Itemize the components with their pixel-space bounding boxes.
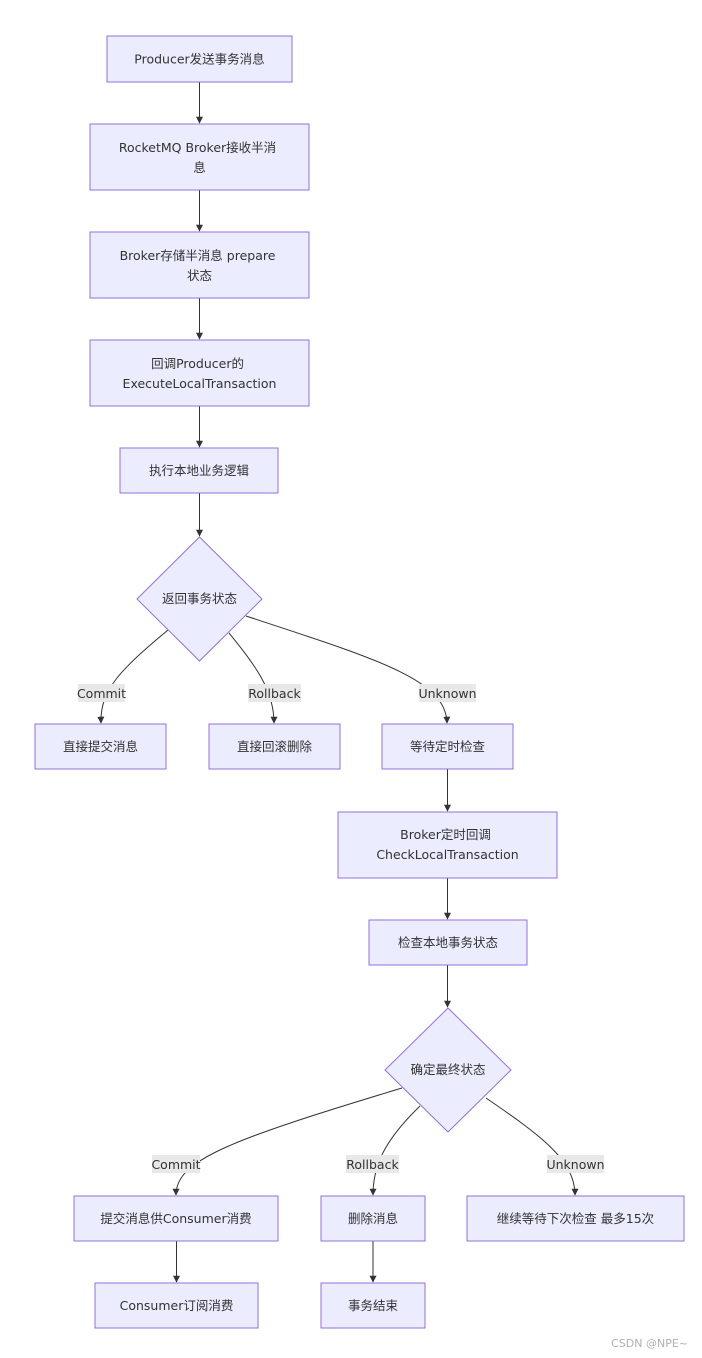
svg-text:执行本地业务逻辑: 执行本地业务逻辑 [149, 463, 249, 478]
node-label-line: Producer发送事务消息 [134, 52, 264, 67]
edge-label-rollback-2: Rollback [346, 1157, 399, 1172]
edge-d1-n7 [228, 632, 278, 724]
node-label-line: 状态 [187, 268, 212, 283]
node-broker-receive-half: RocketMQ Broker接收半消 息 [89, 123, 310, 191]
node-broker-check-local: Broker定时回调 CheckLocalTransaction [337, 811, 558, 879]
svg-text:继续等待下次检查 最多15次: 继续等待下次检查 最多15次 [497, 1211, 654, 1226]
edge-label-commit-1: Commit [77, 686, 126, 701]
svg-text:确定最终状态: 确定最终状态 [410, 1062, 485, 1077]
node-label-line: 直接回滚删除 [237, 739, 313, 754]
edge-label-bg [419, 684, 476, 702]
edge-d1-n8 [245, 615, 451, 724]
svg-text:检查本地事务状态: 检查本地事务状态 [398, 935, 498, 950]
node-label-line: Broker定时回调 [400, 827, 491, 842]
decision-final-status: 确定最终状态 [384, 1007, 512, 1133]
decision-return-status: 返回事务状态 [136, 536, 263, 662]
node-rollback-directly: 直接回滚删除 [208, 723, 341, 770]
svg-text:直接回滚删除: 直接回滚删除 [237, 739, 313, 754]
node-label-line: 息 [193, 160, 206, 175]
edge-label-bg [78, 684, 125, 702]
node-label-line: CheckLocalTransaction [376, 847, 518, 862]
node-commit-directly: 直接提交消息 [34, 723, 167, 770]
edge-label-unknown-2: Unknown [546, 1157, 604, 1172]
svg-text:直接提交消息: 直接提交消息 [63, 739, 138, 754]
edge-label-rollback-1: Rollback [248, 686, 301, 701]
node-wait-next-check: 继续等待下次检查 最多15次 [466, 1195, 685, 1242]
edge-d1-n6 [97, 629, 169, 724]
node-label-line: 继续等待下次检查 最多15次 [497, 1211, 654, 1226]
edge-label-unknown-1: Unknown [418, 686, 476, 701]
svg-text:返回事务状态: 返回事务状态 [162, 591, 237, 606]
node-label-line: Broker存储半消息 prepare [120, 248, 276, 263]
node-label-line: 执行本地业务逻辑 [149, 463, 249, 478]
edge-d2-n13 [485, 1097, 579, 1196]
svg-text:提交消息供Consumer消费: 提交消息供Consumer消费 [100, 1211, 251, 1226]
svg-text:Producer发送事务消息: Producer发送事务消息 [134, 52, 264, 67]
node-label-line: 直接提交消息 [63, 739, 138, 754]
node-label-line: ExecuteLocalTransaction [123, 376, 277, 391]
svg-text:Broker存储半消息 prepare 状态: Broker存储半消息 prepare 状态 [120, 248, 280, 283]
node-broker-store-prepare: Broker存储半消息 prepare 状态 [89, 231, 310, 299]
node-label-line: RocketMQ Broker接收半消 [119, 140, 276, 155]
node-label-line: 返回事务状态 [162, 591, 237, 606]
edge-label-bg [346, 1155, 399, 1173]
node-wait-scheduled-check: 等待定时检查 [381, 723, 514, 770]
edge-label-bg [547, 1155, 604, 1173]
node-label-line: Consumer订阅消费 [120, 1298, 234, 1313]
node-label-line: 事务结束 [348, 1298, 399, 1313]
node-producer-send: Producer发送事务消息 [106, 35, 293, 83]
svg-text:删除消息: 删除消息 [348, 1211, 398, 1226]
node-label-line: 提交消息供Consumer消费 [100, 1211, 251, 1226]
svg-text:Consumer订阅消费: Consumer订阅消费 [120, 1298, 234, 1313]
svg-text:Broker定时回调 CheckLocalT: Broker定时回调 CheckLocalTransaction [376, 827, 518, 862]
edge-label-bg [152, 1155, 200, 1173]
node-check-local-status: 检查本地事务状态 [368, 919, 528, 966]
svg-text:等待定时检查: 等待定时检查 [410, 739, 486, 754]
edge-label-bg [248, 684, 301, 702]
node-label-line: 删除消息 [348, 1211, 398, 1226]
node-label-line: 等待定时检查 [410, 739, 486, 754]
watermark: CSDN @NPE~ [611, 1337, 688, 1350]
node-delete-message: 删除消息 [320, 1195, 426, 1242]
svg-text:回调Producer的 ExecuteLoc: 回调Producer的 ExecuteLocalTransaction [123, 356, 277, 391]
node-execute-business-logic: 执行本地业务逻辑 [119, 447, 279, 494]
node-consumer-subscribe: Consumer订阅消费 [94, 1282, 259, 1329]
svg-text:RocketMQ Broker接收半消 息: RocketMQ Broker接收半消 息 [119, 140, 280, 175]
node-label-line: 回调Producer的 [151, 356, 244, 371]
node-label-line: 确定最终状态 [410, 1062, 485, 1077]
edge-d2-n11 [172, 1087, 403, 1196]
node-transaction-end: 事务结束 [320, 1282, 426, 1329]
node-label-line: 检查本地事务状态 [398, 935, 498, 950]
node-commit-for-consumer: 提交消息供Consumer消费 [73, 1195, 279, 1242]
edge-label-commit-2: Commit [151, 1157, 200, 1172]
edge-d2-n12 [369, 1105, 421, 1196]
svg-text:事务结束: 事务结束 [348, 1298, 399, 1313]
node-callback-execute-local: 回调Producer的 ExecuteLocalTransaction [89, 339, 310, 407]
